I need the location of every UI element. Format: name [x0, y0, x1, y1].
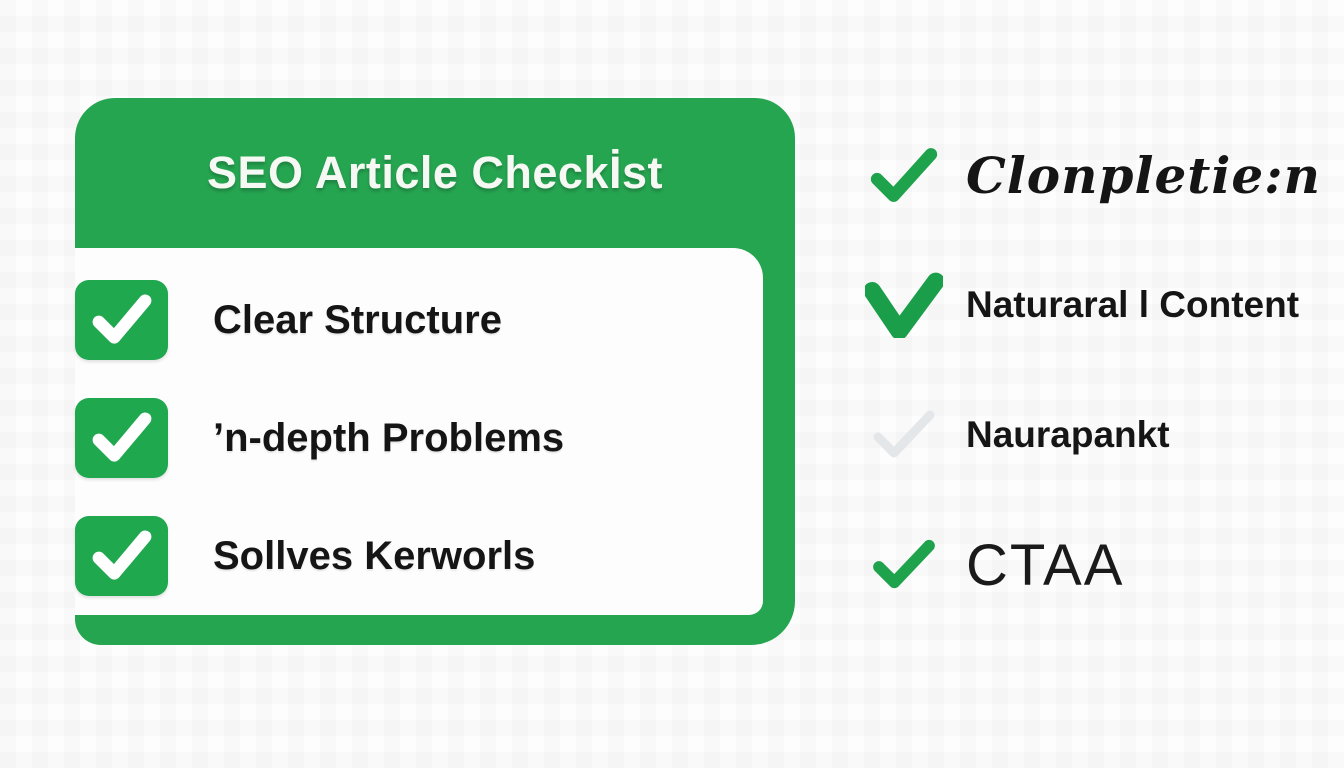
side-check-list: Clonpletie:n Naturaral l Content Naurapa… — [858, 110, 1344, 630]
list-item-label: Naurapankt — [966, 414, 1170, 455]
checkbox-checked-icon — [75, 280, 168, 360]
card-title: SEO Article Checkİst — [206, 147, 663, 198]
check-icon — [858, 272, 950, 338]
list-item-label: Naturaral l Content — [966, 284, 1300, 325]
list-item-label: CTAA — [966, 532, 1125, 598]
checklist-row: Sollves Kerworls — [75, 516, 763, 596]
list-item: Naurapankt — [858, 370, 1344, 500]
checklist-row: ʼn-depth Problems — [75, 398, 763, 478]
list-item-label: Clonpletie:n — [966, 145, 1321, 205]
list-item: CTAA — [858, 500, 1344, 630]
checkbox-checked-icon — [75, 516, 168, 596]
checklist-item-label: Sollves Kerworls — [213, 533, 536, 578]
checklist-item-label: ʼn-depth Problems — [213, 415, 565, 460]
checklist-card: SEO Article Checkİst Clear Structure ʼn-… — [75, 98, 795, 645]
list-item: Naturaral l Content — [858, 240, 1344, 370]
checkbox-checked-icon — [75, 398, 168, 478]
card-body: Clear Structure ʼn-depth Problems Sollve… — [75, 248, 763, 615]
check-icon — [858, 538, 950, 592]
check-icon — [858, 407, 950, 463]
checklist-item-label: Clear Structure — [213, 297, 502, 342]
card-header: SEO Article Checkİst — [75, 98, 795, 248]
list-item: Clonpletie:n — [858, 110, 1344, 240]
check-icon — [858, 146, 950, 204]
checklist-row: Clear Structure — [75, 280, 763, 360]
